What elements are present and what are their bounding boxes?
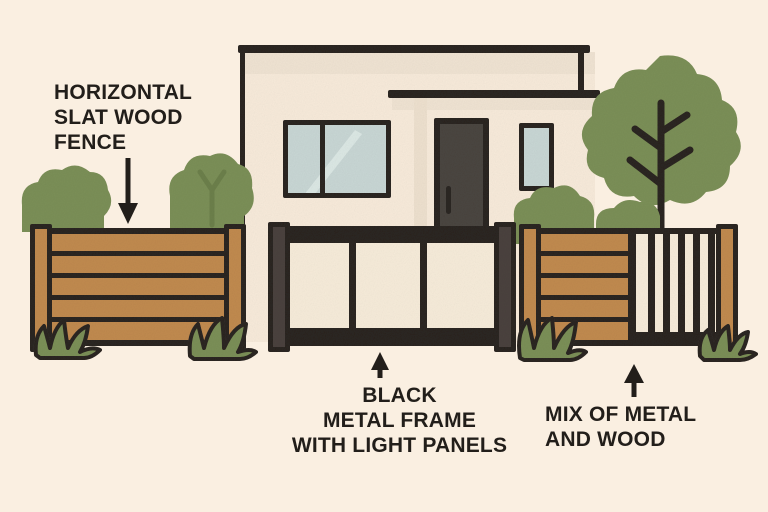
down-arrow — [118, 158, 138, 224]
fence-baluster — [708, 234, 715, 340]
grass-tuft — [33, 318, 102, 360]
grass-tuft — [517, 316, 588, 362]
wood-slat — [534, 300, 628, 317]
wood-slat — [534, 234, 628, 251]
wood-slat — [534, 322, 628, 340]
house-wall-upper-band — [243, 52, 595, 74]
gate-divider — [420, 243, 427, 328]
canopy-tree — [581, 55, 741, 236]
wood-slat — [534, 278, 628, 295]
bush-left-2 — [169, 153, 254, 232]
baluster-bottom-rail — [636, 332, 720, 340]
roof-parapet — [238, 45, 590, 53]
gate-bottom-rail — [276, 328, 508, 338]
large-sliding-window — [283, 120, 391, 198]
mixed-fence-post-left — [519, 224, 541, 352]
up-arrow — [624, 364, 644, 397]
metal-frame-gate — [268, 222, 516, 352]
fence-baluster — [663, 234, 670, 340]
fence-post-left — [30, 224, 52, 352]
fence-post-right — [224, 224, 246, 352]
fence-baluster — [693, 234, 700, 340]
label-horizontal-slat-wood-fence: HORIZONTAL SLAT WOOD FENCE — [54, 81, 193, 154]
small-window — [519, 123, 554, 191]
house-parapet-right-drop — [578, 48, 584, 93]
label-black-metal-frame: BLACK METAL FRAME WITH LIGHT PANELS — [291, 384, 508, 457]
bush-branch-y — [197, 169, 227, 228]
fence-baluster — [678, 234, 685, 340]
wood-slat-fence-panel — [30, 224, 246, 352]
wood-slat — [36, 300, 240, 317]
mixed-fence-post-right — [716, 224, 738, 352]
mixed-material-fence — [519, 224, 738, 352]
tree-trunk — [626, 99, 694, 236]
entry-canopy-shadow — [392, 98, 596, 110]
label-mix-of-metal-and-wood: MIX OF METAL AND WOOD — [545, 403, 697, 451]
grass-tuft — [697, 324, 758, 362]
wood-slat — [36, 278, 240, 295]
gate-post-right — [494, 222, 516, 352]
wood-slat — [36, 234, 240, 251]
door-handle — [446, 186, 451, 214]
gate-divider — [349, 243, 356, 328]
entry-canopy-roof — [388, 90, 600, 98]
fence-baluster — [648, 234, 655, 340]
gate-top-rail — [276, 234, 508, 243]
grass-tuft — [187, 316, 258, 361]
up-arrow — [371, 352, 389, 378]
bush-left-1 — [21, 165, 112, 232]
window-mullion — [320, 125, 325, 193]
wood-slat — [534, 256, 628, 273]
gate-post-left — [268, 222, 290, 352]
wood-slat — [36, 256, 240, 273]
